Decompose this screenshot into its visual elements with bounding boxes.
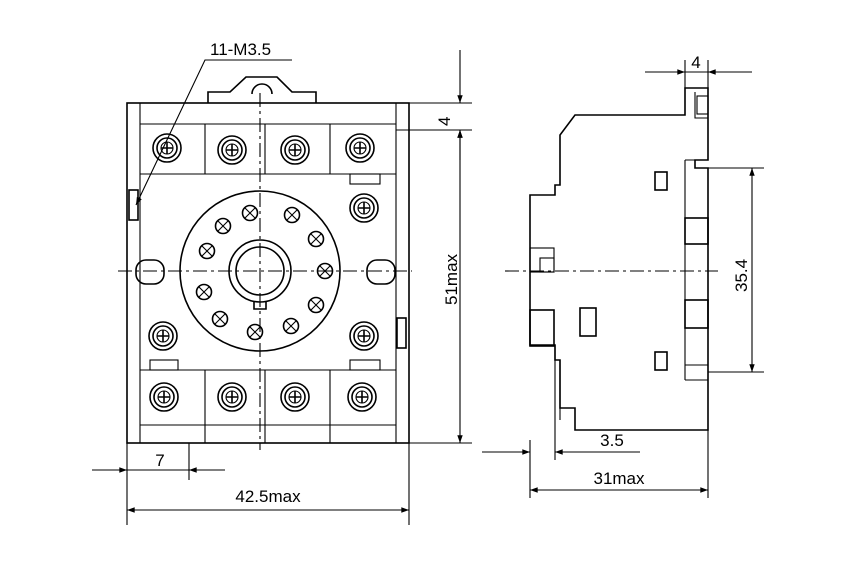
terminal-screw <box>280 135 310 165</box>
pitch-dimension: 7 <box>155 451 164 470</box>
height-dimension: 51max <box>442 253 461 305</box>
terminal-screw <box>149 382 179 412</box>
top-terminal-row <box>140 123 396 175</box>
terminal-screw <box>148 321 178 351</box>
terminal-screw <box>280 382 310 412</box>
terminal-screw <box>217 382 247 412</box>
terminal-screw <box>152 133 182 163</box>
side-top-dimension: 4 <box>691 53 700 72</box>
terminal-screw <box>349 321 379 351</box>
rail-offset-dimension: 3.5 <box>600 431 624 450</box>
terminal-screw <box>217 135 247 165</box>
terminal-screw <box>345 133 375 163</box>
terminal-screw <box>349 193 379 223</box>
top-offset-dimension: 4 <box>435 117 454 126</box>
screw-spec-label: 11-M3.5 <box>210 40 271 59</box>
front-dimensions: 11-M3.5 4 51max 7 42.5max <box>92 40 472 525</box>
depth-dimension: 31max <box>593 469 645 488</box>
hole-spacing-dimension: 35.4 <box>732 259 751 292</box>
side-dimensions: 4 35.4 3.5 31max <box>482 53 764 498</box>
top-clip <box>207 76 317 103</box>
front-view <box>118 76 412 450</box>
socket-body-outline <box>126 102 410 444</box>
side-view <box>505 87 718 431</box>
mounting-slot <box>366 259 396 285</box>
width-dimension: 42.5max <box>235 487 301 506</box>
mounting-slot <box>135 259 165 285</box>
terminal-screw <box>347 382 377 412</box>
side-profile <box>529 87 709 431</box>
